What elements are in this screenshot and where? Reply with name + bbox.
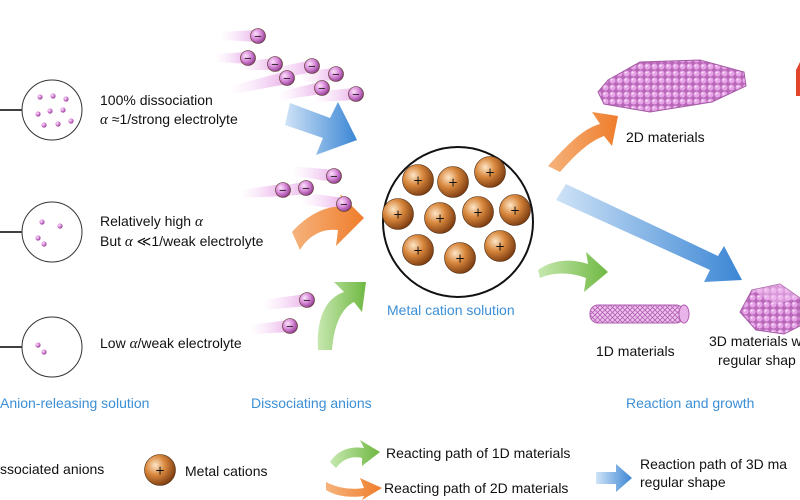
anion-sphere: −: [250, 28, 266, 44]
cation-sphere: +: [424, 202, 456, 234]
cation-sphere: +: [437, 166, 469, 198]
cation-sphere-symbol: +: [473, 205, 483, 219]
legend-path-3d-label-line1: Reaction path of 3D ma: [640, 456, 788, 472]
anion-sphere: −: [282, 318, 298, 334]
legend-cation-icon: +: [144, 454, 176, 486]
anion-sphere: −: [240, 50, 256, 66]
anion-sphere: −: [348, 86, 364, 102]
solution-weak-line2-rest: ≪1/weak electrolyte: [132, 233, 264, 249]
anion-sphere: −: [267, 56, 283, 72]
legend-path-2d-label: Reacting path of 2D materials: [384, 480, 569, 496]
arrow-green-to-1d: [538, 252, 608, 292]
anion-sphere: −: [336, 196, 352, 212]
anion-sphere: −: [275, 182, 291, 198]
solution-weak-line2: But α ≪1/weak electrolyte: [100, 232, 263, 252]
solution-weak-text: Relatively high α But α ≪1/weak electrol…: [100, 212, 263, 252]
cation-sphere: +: [474, 156, 506, 188]
anion-sphere-symbol: −: [254, 32, 262, 43]
alpha-symbol: α: [124, 234, 133, 250]
cation-sphere-symbol: +: [455, 251, 465, 265]
solution-low-circle: [21, 316, 83, 378]
cation-sphere-symbol: +: [393, 207, 403, 221]
product-2d-label: 2D materials: [626, 129, 705, 145]
solution-weak-line2-prefix: But: [100, 233, 125, 249]
material-1d-tube: [589, 304, 690, 324]
legend-cation-icon-symbol: +: [155, 463, 165, 477]
cation-sphere-symbol: +: [435, 211, 445, 225]
solution-low-rest: /weak electrolyte: [137, 335, 242, 351]
section-label-dissociating: Dissociating anions: [251, 395, 372, 411]
cation-sphere: +: [402, 164, 434, 196]
cation-sphere: +: [484, 230, 516, 262]
cation-sphere: +: [382, 198, 414, 230]
solution-weak-line1-prefix: Relatively high: [100, 213, 195, 229]
cation-sphere: +: [444, 242, 476, 274]
product-3d-label-line2: regular shap: [718, 352, 796, 368]
solution-low-prefix: Low: [100, 335, 130, 351]
cation-sphere-symbol: +: [495, 239, 505, 253]
cation-sphere-symbol: +: [510, 203, 520, 217]
cation-sphere-symbol: +: [448, 175, 458, 189]
anion-sphere-symbol: −: [286, 322, 294, 333]
material-3d-crystal: [739, 283, 800, 335]
anion-sphere: −: [299, 292, 315, 308]
anion-sphere-symbol: −: [271, 60, 279, 71]
solution-strong-line2-rest: ≈1/strong electrolyte: [107, 111, 238, 127]
metal-cation-solution-label: Metal cation solution: [387, 302, 515, 318]
alpha-symbol: α: [194, 214, 203, 230]
anion-sphere-symbol: −: [332, 70, 340, 81]
solution-strong-line1: 100% dissociation: [100, 92, 213, 108]
solution-strong-circle: [21, 79, 83, 141]
arrow-blue-to-solution: [285, 102, 357, 155]
legend-path-3d-label-line2: regular shape: [640, 474, 726, 490]
legend-anions-label: ssociated anions: [0, 461, 105, 477]
legend-path-1d-label: Reacting path of 1D materials: [386, 445, 571, 461]
anion-sphere: −: [314, 80, 330, 96]
anion-sphere-symbol: −: [279, 186, 287, 197]
cation-sphere: +: [402, 234, 434, 266]
solution-low-text: Low α/weak electrolyte: [100, 334, 242, 354]
anion-sphere-symbol: −: [352, 90, 360, 101]
anion-sphere: −: [328, 66, 344, 82]
alpha-symbol: α: [129, 336, 138, 352]
solution-strong-text: 100% dissociation α ≈1/strong electrolyt…: [100, 91, 238, 130]
cation-sphere: +: [462, 196, 494, 228]
legend-blue-arrow-icon: [596, 464, 632, 492]
anion-sphere-symbol: −: [302, 184, 310, 195]
product-3d-label-line1: 3D materials w: [709, 333, 800, 349]
alpha-symbol: α: [100, 112, 108, 128]
cation-sphere-symbol: +: [485, 165, 495, 179]
cation-sphere-symbol: +: [413, 243, 423, 257]
section-label-reaction: Reaction and growth: [626, 395, 755, 411]
cation-sphere-symbol: +: [413, 173, 423, 187]
anion-sphere: −: [298, 180, 314, 196]
material-2d-sheet: [597, 59, 747, 113]
anion-sphere-symbol: −: [340, 200, 348, 211]
arrow-green-to-solution: [317, 282, 366, 350]
anion-sphere: −: [279, 70, 295, 86]
solution-strong-line2: α ≈1/strong electrolyte: [100, 110, 238, 130]
anion-sphere-symbol: −: [308, 62, 316, 73]
section-label-anion-solution: Anion-releasing solution: [0, 395, 150, 411]
legend-cations-label: Metal cations: [185, 463, 268, 479]
product-1d-label: 1D materials: [596, 343, 675, 359]
cation-sphere: +: [499, 194, 531, 226]
arrow-orange-to-2d: [548, 112, 618, 172]
anion-sphere: −: [304, 58, 320, 74]
anion-sphere-symbol: −: [330, 172, 338, 183]
anion-sphere-symbol: −: [303, 296, 311, 307]
legend-green-arrow-icon: [330, 440, 380, 468]
anion-sphere-symbol: −: [283, 74, 291, 85]
anion-sphere-symbol: −: [244, 54, 252, 65]
arrow-blue-to-3d: [556, 184, 742, 282]
anion-sphere-symbol: −: [318, 84, 326, 95]
solution-weak-line1: Relatively high α: [100, 212, 263, 232]
solution-weak-circle: [21, 201, 83, 263]
legend-orange-arrow-icon: [326, 478, 382, 500]
anion-sphere: −: [326, 168, 342, 184]
